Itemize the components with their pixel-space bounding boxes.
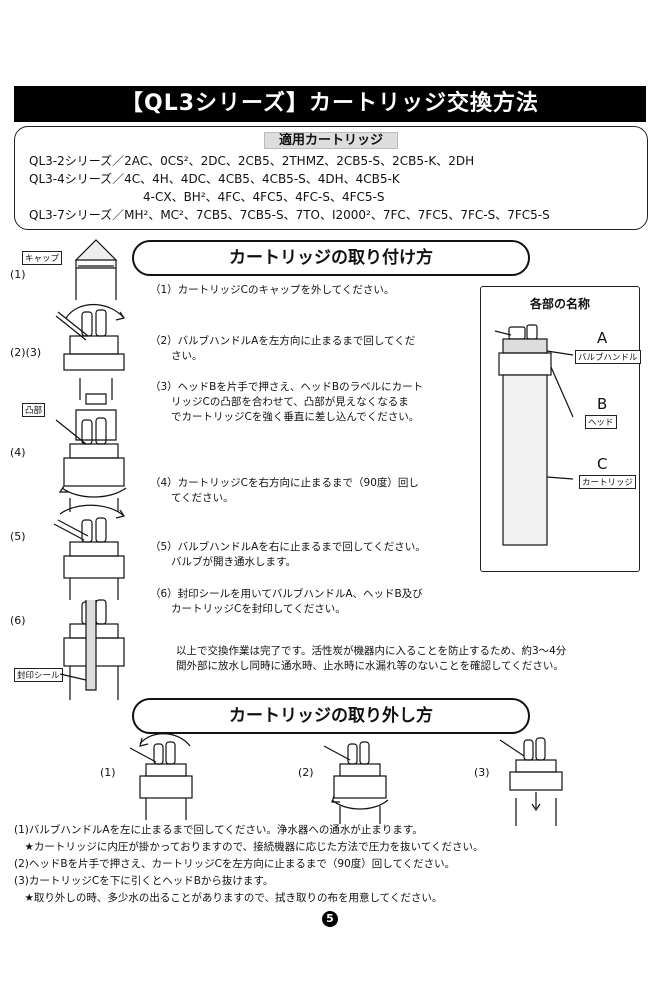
install-step-5: （5）バルブハンドルAを右に止まるまで回してください。 バルブが開き通水します。	[150, 541, 426, 568]
cartridge-diagram	[494, 324, 574, 546]
page-title: 【QL3シリーズ】カートリッジ交換方法	[14, 86, 646, 122]
open-valve-illustration	[53, 504, 125, 600]
cartridge-list-heading: 適用カートリッジ	[263, 132, 398, 149]
removal-fig-label: (2)	[298, 766, 314, 779]
cartridge-line: QL3-2シリーズ／2AC、0CS²、2DC、2CB5、2THMZ、2CB5-S…	[29, 154, 475, 168]
part-name-a: バルブハンドル	[575, 350, 641, 364]
removal-fig-label: (3)	[474, 766, 490, 779]
step-label: (5)	[10, 530, 26, 543]
cap-tag: キャップ	[22, 251, 63, 265]
part-letter-b: B	[597, 395, 608, 413]
install-step-1: （1）カートリッジCのキャップを外してください。	[150, 284, 395, 296]
part-name-c: カートリッジ	[579, 475, 637, 489]
part-name-b: ヘッド	[585, 415, 617, 429]
cartridge-line: QL3-4シリーズ／4C、4H、4DC、4CB5、4CB5-S、4DH、4CB5…	[29, 172, 400, 186]
install-step-4: （4）カートリッジCを右方向に止まるまで（90度）回し てください。	[150, 477, 419, 504]
removal-heading: カートリッジの取り外し方	[132, 698, 530, 734]
removal-fig-label: (1)	[100, 766, 116, 779]
step-label: (6)	[10, 614, 26, 627]
install-step-3: （3）ヘッドBを片手で押さえ、ヘッドBのラベルにカート リッジCの凸部を合わせて…	[150, 381, 424, 423]
removal-step-1: (1)バルブハンドルAを左に止まるまで回してください。浄水器への通水が止まります…	[14, 824, 423, 836]
completion-note: 以上で交換作業は完了です。活性炭が機器内に入ることを防止するため、約3～4分 間…	[176, 645, 567, 672]
cartridge-list-box: 適用カートリッジ QL3-2シリーズ／2AC、0CS²、2DC、2CB5、2TH…	[14, 126, 648, 230]
parts-heading: 各部の名称	[529, 297, 590, 311]
page-number: 5	[322, 911, 338, 927]
removal-note-2: ★取り外しの時、多少水の出ることがありますので、拭き取りの布を用意してください。	[14, 892, 443, 904]
removal-fig-3	[499, 737, 563, 826]
part-letter-c: C	[597, 455, 608, 473]
install-heading: カートリッジの取り付け方	[132, 240, 530, 276]
step-label: (4)	[10, 446, 26, 459]
cartridge-cap-illustration	[74, 239, 118, 300]
parts-names-box: 各部の名称 A バルブハンドル B ヘッド C カートリッジ	[480, 286, 641, 572]
part-letter-a: A	[597, 329, 608, 347]
install-step-6: （6）封印シールを用いてバルブハンドルA、ヘッドB及び カートリッジCを封印して…	[150, 588, 423, 615]
install-step-2: （2）バルブハンドルAを左方向に止まるまで回してくだ さい。	[150, 335, 416, 362]
removal-step-2: (2)ヘッドBを片手で押さえ、カートリッジCを左方向に止まるまで（90度）回して…	[14, 858, 456, 870]
protrusion-tag: 凸部	[22, 403, 46, 417]
cartridge-line: 4-CX、BH²、4FC、4FC5、4FC-S、4FC5-S	[143, 190, 385, 204]
removal-fig-2	[323, 741, 389, 824]
step-label: (1)	[10, 268, 26, 281]
seal-illustration	[59, 599, 125, 700]
removal-step-3: (3)カートリッジCを下に引くとヘッドBから抜けます。	[14, 875, 274, 887]
removal-note-1: ★カートリッジに内圧が掛かっておりますので、接続機器に応じた方法で圧力を抜いてく…	[14, 841, 484, 853]
step-label: (2)(3)	[10, 346, 42, 359]
removal-fig-1	[129, 733, 193, 820]
head-insert-illustration	[55, 304, 125, 441]
rotate-cartridge-illustration	[55, 417, 127, 512]
cartridge-line: QL3-7シリーズ／MH²、MC²、7CB5、7CB5-S、7TO、I2000²…	[29, 208, 550, 222]
